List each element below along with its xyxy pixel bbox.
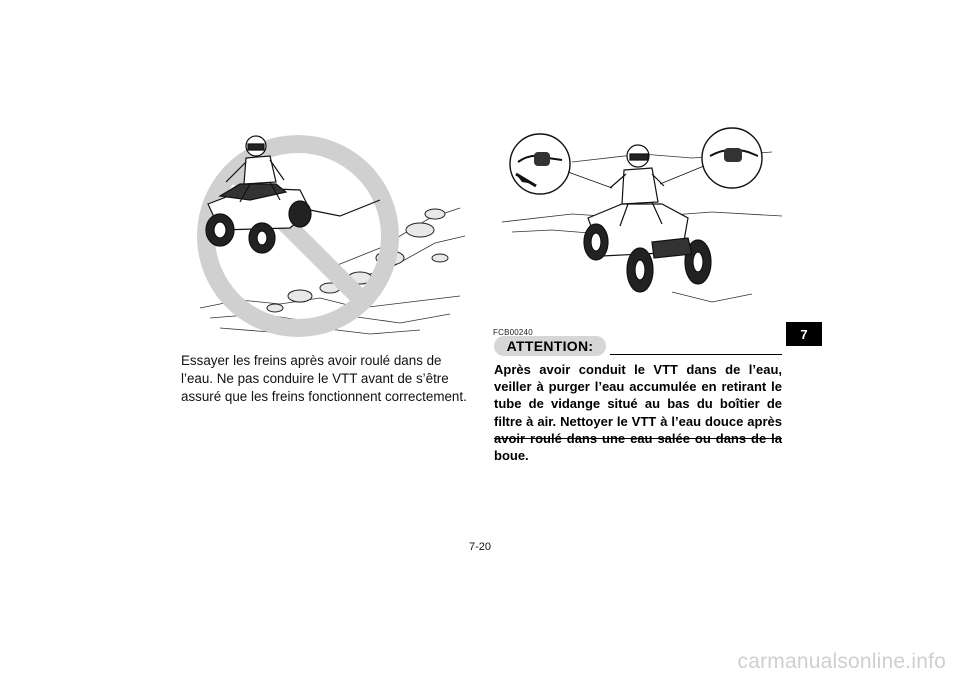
atv-water-prohibition-illustration — [197, 135, 466, 337]
watermark: carmanualsonline.info — [737, 650, 946, 673]
attention-badge: ATTENTION: — [494, 336, 606, 356]
notice-code: FCB00240 — [493, 328, 533, 337]
attention-header: ATTENTION: — [494, 336, 782, 356]
brake-test-caption: Essayer les freins après avoir roulé dan… — [181, 353, 467, 404]
page-number: 7-20 — [468, 541, 492, 553]
attention-rule — [610, 354, 782, 355]
atv-brake-check-illustration — [501, 127, 783, 303]
attention-end-rule — [494, 438, 782, 439]
attention-text: Après avoir conduit le VTT dans de l’eau… — [494, 362, 782, 464]
chapter-tab: 7 — [786, 322, 822, 346]
